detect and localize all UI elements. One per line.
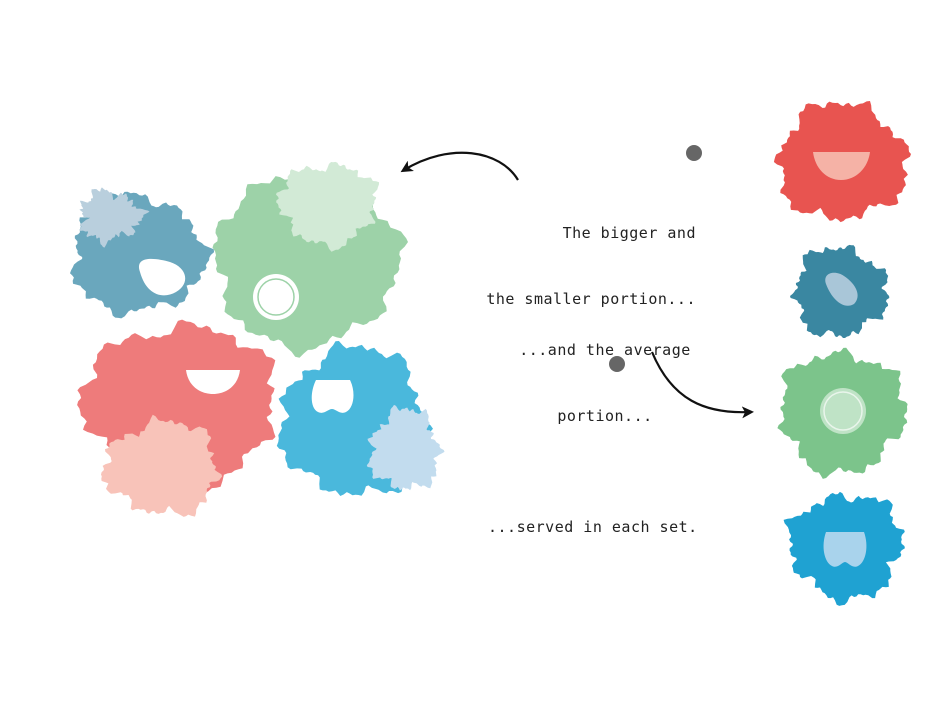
- right-set-red: [773, 101, 911, 223]
- caption-bigger-smaller: The bigger and the smaller portion...: [468, 178, 696, 332]
- half-bowl-icon: [813, 152, 870, 180]
- caption-line: The bigger and: [562, 224, 696, 242]
- caption-line: ...and the average: [519, 341, 691, 359]
- left-set-blue-dark: [70, 187, 215, 319]
- blob-small: [79, 187, 150, 248]
- right-set-blue-dark: [790, 244, 890, 338]
- left-set-red: [77, 319, 276, 517]
- plate-circle-icon: [253, 274, 299, 320]
- caption-line: portion...: [557, 407, 653, 425]
- half-bowl-icon: [186, 370, 240, 394]
- left-set-blue: [276, 341, 445, 496]
- blob-small: [101, 414, 223, 517]
- right-set-green: [777, 347, 908, 479]
- blob-icon: [138, 258, 186, 296]
- caption-served: ...served in each set.: [488, 472, 698, 560]
- blob-small: [276, 161, 380, 252]
- blob-icon: [825, 272, 858, 306]
- cup-icon: [311, 380, 354, 413]
- caption-line: ...served in each set.: [488, 518, 698, 536]
- left-set-green: [212, 161, 408, 358]
- arrow-to-right-column: [650, 351, 754, 419]
- plate-circle-icon: [820, 388, 866, 434]
- cup-icon: [823, 532, 867, 567]
- marker-dot-top: [686, 145, 702, 161]
- arrow-to-left-cluster: [400, 151, 519, 181]
- right-set-blue: [783, 491, 905, 606]
- marker-dot-middle: [609, 356, 625, 372]
- caption-line: the smaller portion...: [486, 290, 696, 308]
- caption-average: ...and the average portion...: [500, 295, 710, 449]
- blob-small: [366, 404, 445, 491]
